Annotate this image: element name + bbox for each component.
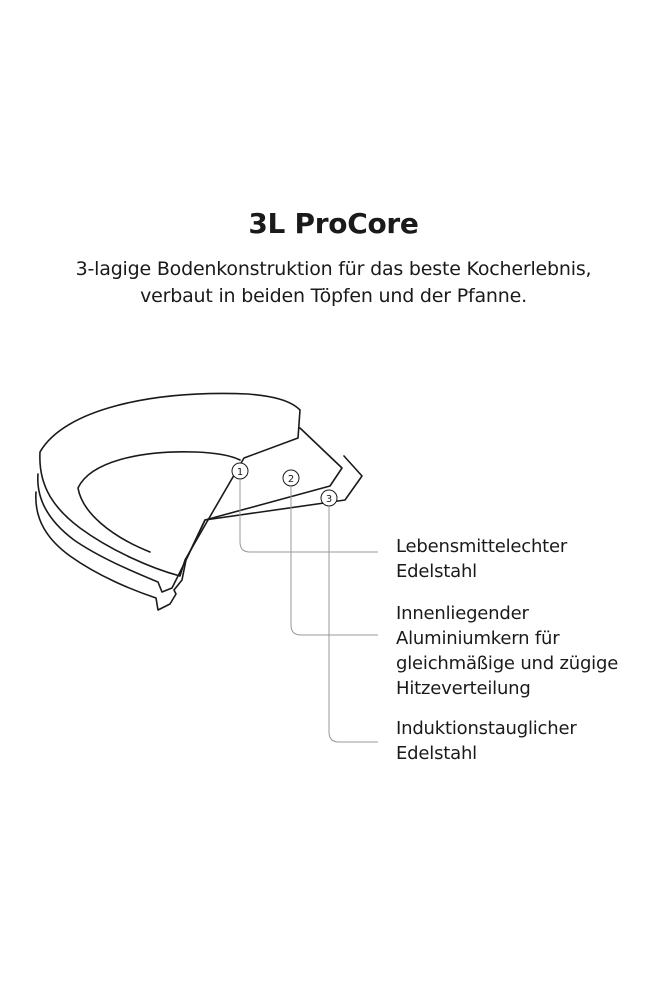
marker-circle-1 bbox=[231, 462, 249, 480]
subtitle-line-1: 3-lagige Bodenkonstruktion für das beste… bbox=[75, 258, 592, 280]
label-aluminium-core: Innenliegender Aluminiumkern für gleichm… bbox=[396, 601, 661, 701]
pan-inner-rim bbox=[77, 450, 241, 553]
subtitle-line-2: verbaut in beiden Töpfen und der Pfanne. bbox=[140, 285, 527, 307]
label-3-line-2: Edelstahl bbox=[396, 743, 477, 764]
leader-line-2 bbox=[290, 487, 378, 636]
marker-number-2: 2 bbox=[288, 474, 294, 485]
page-title: 3L ProCore bbox=[248, 207, 419, 240]
leader-line-1 bbox=[239, 480, 378, 553]
label-2-line-3: gleichmäßige und zügige bbox=[396, 653, 619, 674]
label-1-line-1: Lebensmittelechter bbox=[396, 536, 568, 557]
label-induction-steel: Induktionstauglicher Edelstahl bbox=[396, 716, 661, 766]
label-3-line-1: Induktionstauglicher bbox=[396, 718, 577, 739]
pan-layer-middle bbox=[37, 427, 343, 593]
marker-circle-2 bbox=[282, 469, 300, 487]
leader-line-3 bbox=[328, 507, 378, 743]
label-food-safe-steel: Lebensmittelechter Edelstahl bbox=[396, 534, 661, 584]
label-2-line-4: Hitzeverteilung bbox=[396, 678, 531, 699]
label-2-line-1: Innenliegender bbox=[396, 603, 529, 624]
label-1-line-2: Edelstahl bbox=[396, 561, 477, 582]
pan-layer-top bbox=[39, 392, 301, 577]
marker-number-1: 1 bbox=[237, 467, 243, 478]
marker-number-3: 3 bbox=[326, 494, 332, 505]
label-2-line-2: Aluminiumkern für bbox=[396, 628, 560, 649]
pan-layer-bottom bbox=[35, 455, 363, 611]
page-subtitle: 3-lagige Bodenkonstruktion für das beste… bbox=[0, 256, 667, 310]
marker-circle-3 bbox=[320, 489, 338, 507]
